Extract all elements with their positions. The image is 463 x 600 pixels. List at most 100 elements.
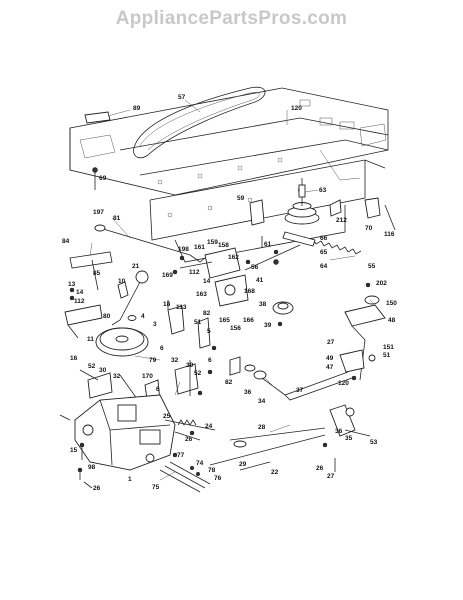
callout-70: 70: [365, 225, 373, 232]
callout-36-b: 36: [335, 428, 343, 435]
callout-34: 34: [258, 398, 266, 405]
callout-165: 165: [219, 317, 230, 324]
callout-37: 37: [296, 387, 304, 394]
callout-85: 85: [93, 270, 101, 277]
link-11: [67, 324, 79, 339]
clutch-rod: [94, 224, 206, 263]
callout-168: 168: [244, 288, 255, 295]
callout-25: 25: [163, 413, 171, 420]
callout-75: 75: [152, 484, 160, 491]
callout-52: 52: [88, 363, 96, 370]
nut-14: [69, 295, 75, 301]
callout-32: 32: [113, 373, 121, 380]
callout-49: 49: [326, 355, 334, 362]
rear-bracket-assembly: [339, 282, 386, 381]
lever-84: [69, 251, 113, 291]
callout-169: 169: [162, 272, 173, 279]
callout-14: 14: [76, 289, 84, 296]
callout-29: 29: [239, 461, 247, 468]
callout-156: 156: [230, 325, 241, 332]
nut-56: [245, 259, 251, 265]
callout-16: 16: [70, 355, 78, 362]
callout-64: 64: [320, 263, 328, 270]
callout-150: 150: [386, 300, 397, 307]
callout-27: 27: [327, 339, 335, 346]
callout-166: 166: [243, 317, 254, 324]
callout-89: 89: [133, 105, 141, 112]
brake-bracket-assembly: [172, 247, 249, 307]
callout-26-b: 26: [93, 485, 101, 492]
callout-27-b: 27: [327, 473, 335, 480]
callout-15: 15: [70, 447, 78, 454]
callout-13: 13: [68, 281, 76, 288]
rod-41: [244, 244, 301, 271]
leader-lines: [89, 99, 376, 481]
bolt-116: [384, 204, 396, 231]
callout-78: 78: [208, 467, 216, 474]
callout-197: 197: [93, 209, 104, 216]
axle-tie-rods: [209, 371, 353, 471]
callout-159: 159: [207, 239, 218, 246]
callout-151: 151: [383, 344, 394, 351]
bracket-5: [197, 317, 211, 349]
callout-116: 116: [384, 231, 395, 238]
callout-52-b: 52: [194, 370, 202, 377]
callout-112-b: 112: [74, 298, 85, 305]
callout-81: 81: [113, 215, 121, 222]
callout-82-b: 82: [225, 379, 233, 386]
transmission-pulley: [95, 315, 149, 357]
callout-3: 3: [153, 321, 157, 328]
clutch-arm-80: [64, 304, 103, 326]
callout-10: 10: [118, 278, 126, 285]
callout-30: 30: [99, 367, 107, 374]
callout-38: 38: [259, 301, 267, 308]
shift-rod: [164, 419, 216, 436]
transaxle: [59, 394, 201, 471]
nut-13: [69, 287, 75, 293]
chassis-frame: [69, 87, 389, 263]
idler-pulley-assembly: [284, 178, 320, 225]
callout-32-b: 32: [171, 357, 179, 364]
callout-98: 98: [88, 464, 96, 471]
arm-66: [282, 231, 316, 247]
bolt-69: [92, 167, 98, 190]
callout-158: 158: [218, 242, 229, 249]
callout-21: 21: [132, 263, 140, 270]
callout-48: 48: [388, 317, 396, 324]
nut-65: [273, 249, 279, 255]
callout-163: 163: [196, 291, 207, 298]
bracket-212: [329, 199, 342, 217]
watermark: AppliancePartsPros.com: [115, 8, 348, 29]
callout-170: 170: [142, 373, 153, 380]
callout-4: 4: [141, 313, 145, 320]
idler-pulley-38: [272, 301, 294, 327]
bracket-89: [84, 111, 111, 124]
callout-63: 63: [319, 187, 327, 194]
callout-41: 41: [256, 277, 264, 284]
callout-61: 61: [264, 241, 272, 248]
callout-labels: 89 57 120 69 63 197 81 59 212 70 116 84 …: [62, 94, 397, 492]
drive-belt: [133, 86, 266, 159]
callout-6-c: 6: [156, 386, 160, 393]
callout-59: 59: [237, 195, 245, 202]
callout-162: 162: [228, 254, 239, 261]
callout-161: 161: [194, 244, 205, 251]
callout-77: 77: [177, 452, 185, 459]
callout-51-b: 51: [383, 352, 391, 359]
bracket-70: [364, 197, 381, 219]
callout-84: 84: [62, 238, 70, 245]
callout-6: 6: [160, 345, 164, 352]
callout-212: 212: [336, 217, 347, 224]
callout-69: 69: [99, 175, 107, 182]
callout-76: 76: [214, 475, 222, 482]
callout-57: 57: [178, 94, 186, 101]
callout-39: 39: [264, 322, 272, 329]
callout-51: 51: [194, 319, 202, 326]
callout-30-b: 30: [186, 362, 194, 369]
callout-79: 79: [149, 357, 157, 364]
callout-26: 26: [185, 436, 193, 443]
washer-64: [273, 259, 279, 265]
callout-28: 28: [258, 424, 266, 431]
callout-113: 113: [176, 304, 187, 311]
